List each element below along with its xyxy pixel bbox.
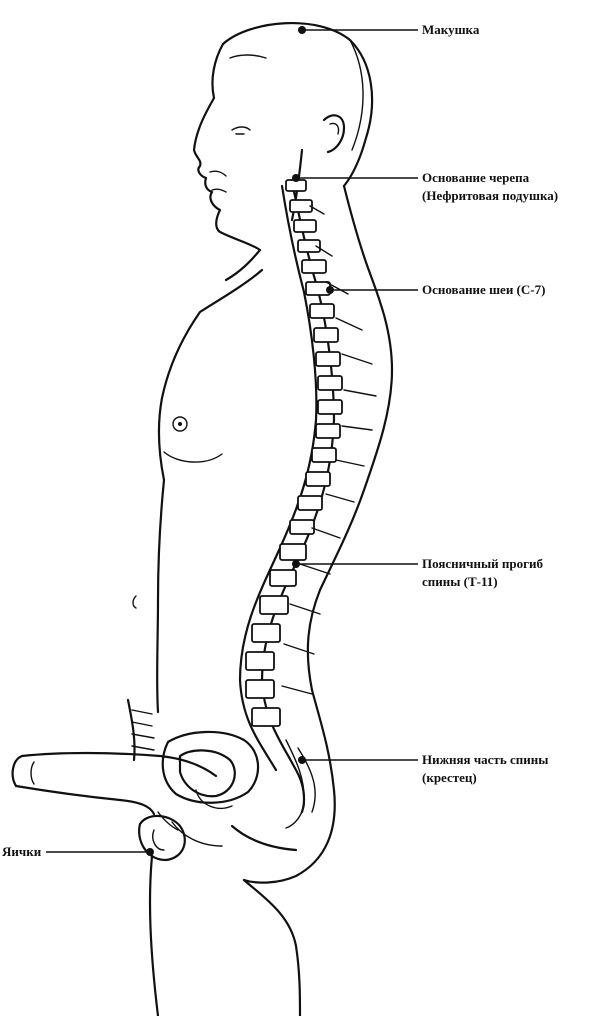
spinous-processes <box>281 205 377 695</box>
label-skull-base-line1: Основание черепа <box>422 170 530 185</box>
head <box>192 21 374 252</box>
pelvic-organs <box>11 698 298 862</box>
label-crown: Макушка <box>422 22 480 37</box>
marker-skull-base <box>292 174 300 182</box>
spine <box>238 179 377 829</box>
marker-crown <box>298 26 306 34</box>
label-testes: Яички <box>2 844 42 859</box>
label-sacrum-line1: Нижняя часть спины <box>422 752 549 767</box>
label-neck-base: Основание шеи (С-7) <box>422 282 546 297</box>
body-outline <box>132 184 394 1016</box>
label-skull-base-line2: (Нефритовая подушка) <box>422 188 559 203</box>
marker-lumbar <box>292 560 300 568</box>
vertebrae <box>245 179 343 727</box>
label-sacrum-line2: (крестец) <box>422 770 477 785</box>
label-lumbar-line2: спины (Т-11) <box>422 574 498 589</box>
marker-neck-base <box>326 286 334 294</box>
label-lumbar-line1: Поясничный прогиб <box>422 556 543 571</box>
leader-lines <box>46 26 418 856</box>
marker-sacrum <box>298 756 306 764</box>
marker-testes <box>146 848 154 856</box>
